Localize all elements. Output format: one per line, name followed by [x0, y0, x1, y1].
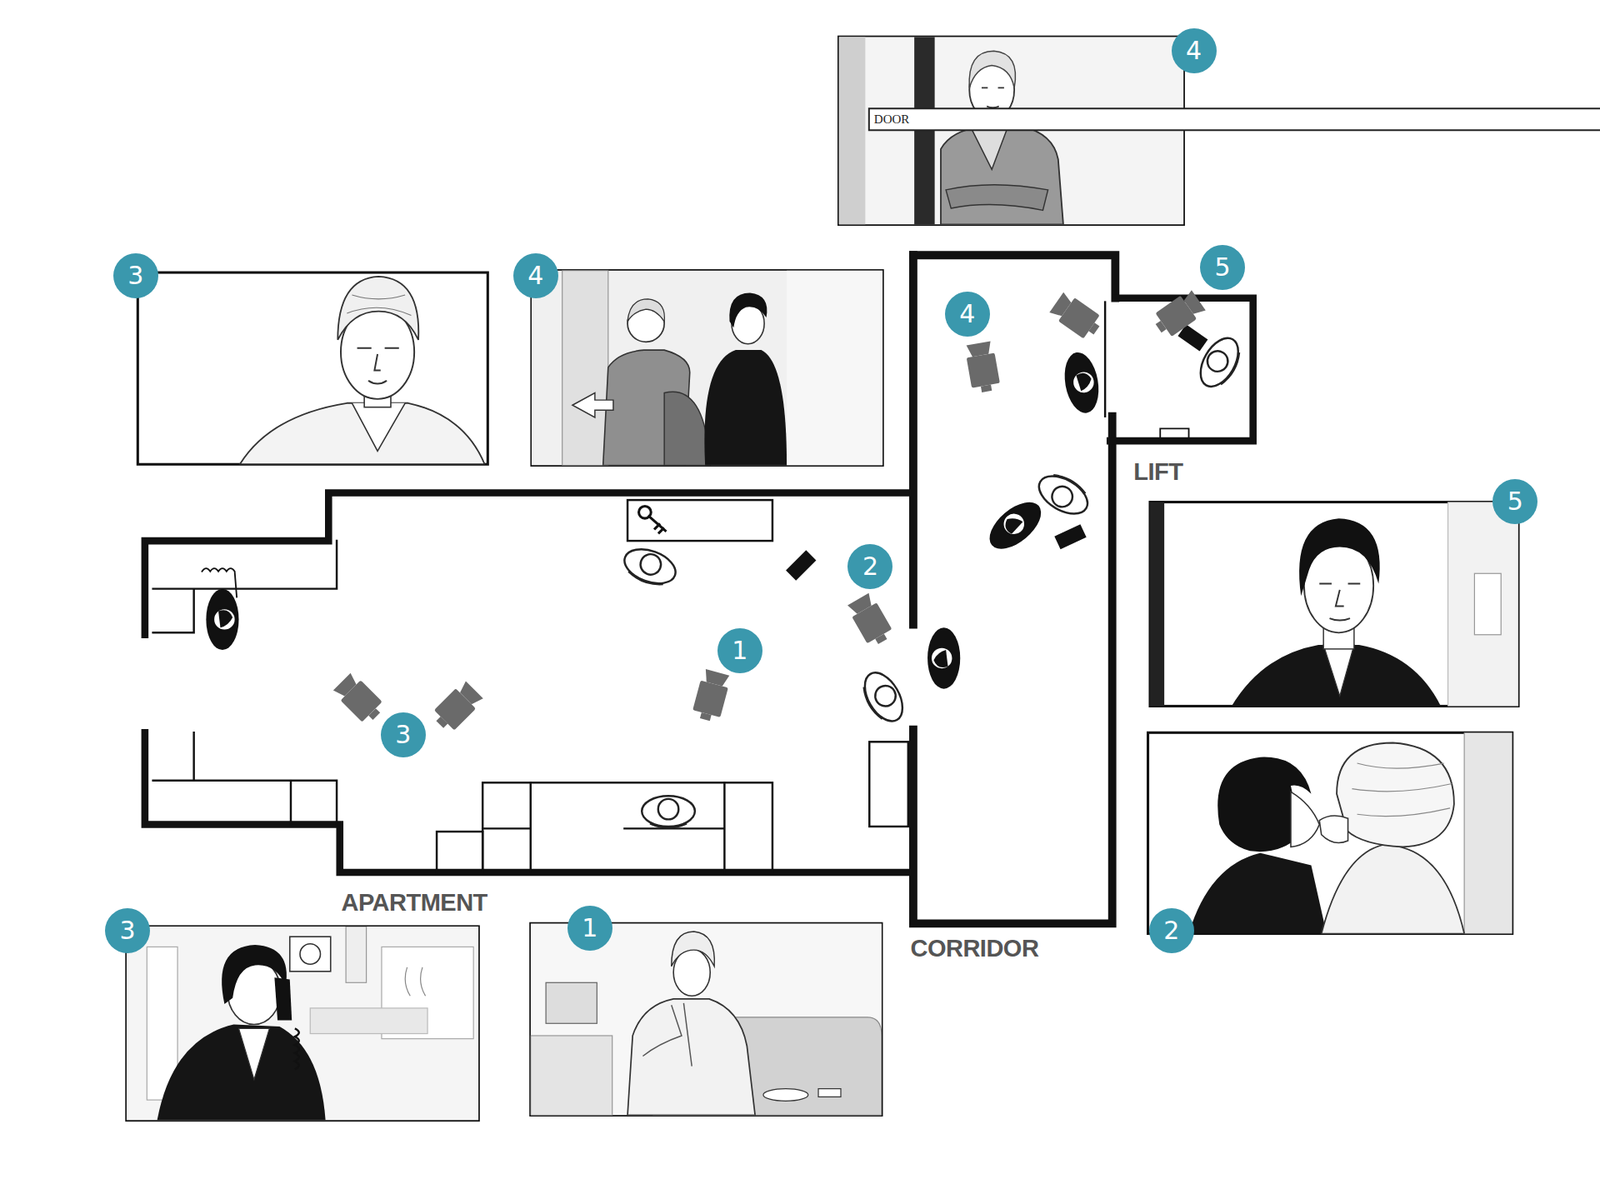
- callout-number: 4: [513, 253, 559, 299]
- frame-sketch: [1189, 732, 1513, 934]
- room-name: LIFT: [1133, 458, 1183, 486]
- callout-number: 3: [380, 712, 426, 758]
- room-name: APARTMENT: [340, 889, 487, 917]
- callout-number: 4: [1171, 28, 1217, 74]
- arrow-outline: [867, 100, 1600, 140]
- room-name: CORRIDOR: [910, 935, 1039, 963]
- callout-number: 3: [113, 253, 159, 299]
- frame-sketch: [240, 276, 485, 465]
- callout-number: 5: [1492, 479, 1538, 525]
- callout-number: 4: [945, 291, 990, 337]
- frame-sketch: [1150, 502, 1519, 707]
- callout-number: 2: [1149, 908, 1195, 954]
- frame-sketch: [531, 270, 883, 466]
- door-arrow-sign: DOOR: [867, 100, 1600, 140]
- callout-number: 1: [567, 905, 613, 951]
- callout-number: 2: [847, 544, 893, 590]
- frame-sketch: [126, 926, 479, 1121]
- callout-number: 5: [1200, 245, 1245, 290]
- callout-number: 1: [717, 628, 763, 674]
- frame-sketch: [530, 923, 882, 1115]
- callout-number: 3: [105, 908, 150, 954]
- door-text: DOOR: [874, 112, 1600, 127]
